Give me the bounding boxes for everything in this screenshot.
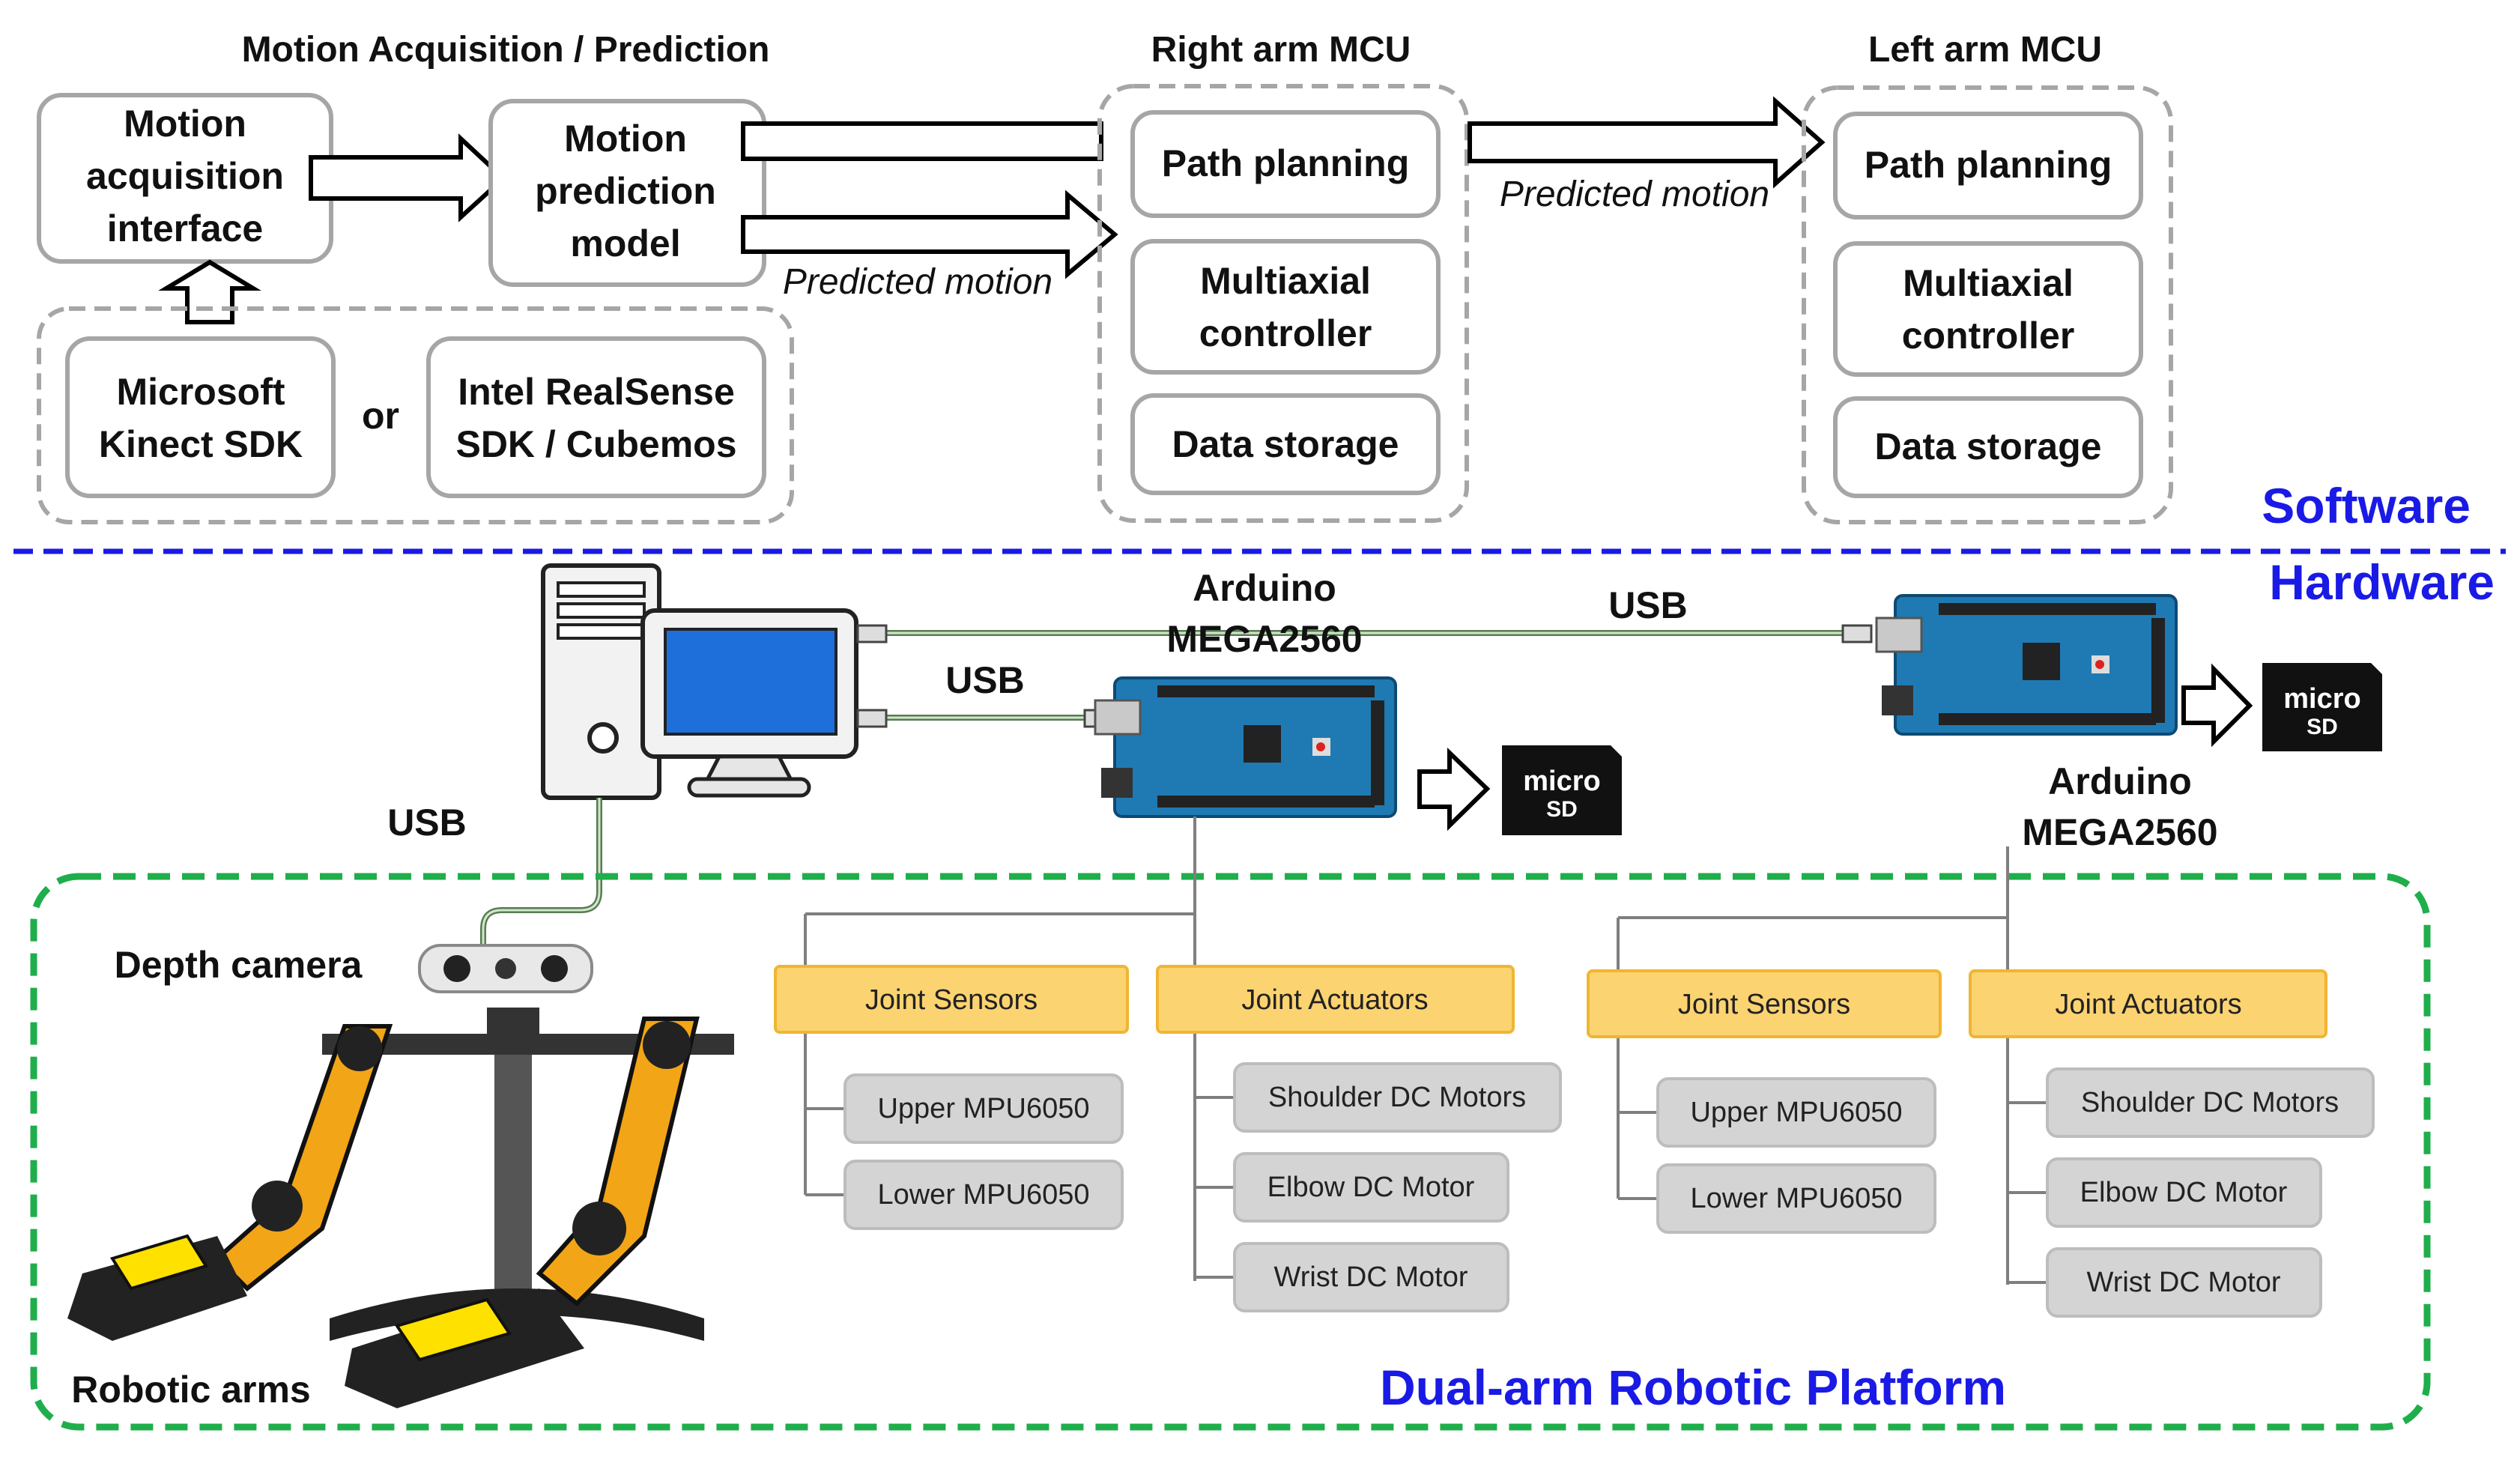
left-multiaxial-controller-box: Multiaxial controller — [1833, 241, 2143, 377]
right-path-planning-box: Path planning — [1130, 110, 1441, 218]
left-shoulder-motor-text: Shoulder DC Motors — [2081, 1087, 2339, 1118]
computer-icon — [541, 563, 858, 800]
left-upper-mpu-text: Upper MPU6050 — [1690, 1097, 1902, 1128]
right-multiaxial-controller-box: Multiaxial controller — [1130, 239, 1441, 375]
realsense-line-2: SDK / Cubemos — [455, 423, 736, 465]
prediction-line-2: prediction — [535, 170, 716, 212]
motion-acquisition-interface-box: Motion acquisition interface — [37, 93, 333, 264]
right-joint-actuators-box — [1156, 965, 1515, 1034]
right-multiaxial-line-1: Multiaxial — [1200, 260, 1371, 302]
software-section-label: Software — [2262, 478, 2471, 533]
arrow-prediction-to-mcu-bottom — [741, 190, 1118, 279]
right-arduino-label-1: Arduino — [1193, 567, 1336, 609]
left-lower-mpu-text: Lower MPU6050 — [1690, 1183, 1902, 1214]
left-multiaxial-line-2: controller — [1902, 315, 2075, 357]
acquisition-line-1: Motion — [124, 103, 246, 145]
right-lower-mpu-box — [843, 1160, 1124, 1230]
left-elbow-motor-box — [2046, 1157, 2322, 1228]
left-elbow-motor-text: Elbow DC Motor — [2080, 1177, 2288, 1208]
right-mcu-title: Right arm MCU — [1151, 30, 1411, 70]
left-upper-mpu-box — [1656, 1077, 1936, 1148]
left-data-storage-box: Data storage — [1833, 396, 2143, 498]
depth-camera-label: Depth camera — [115, 944, 363, 986]
left-microsd-text-2: SD — [2307, 715, 2338, 739]
arrow-acquisition-to-prediction — [309, 133, 507, 222]
right-arm-tree: Joint Sensors Joint Actuators Upper MPU6… — [774, 817, 1562, 1312]
left-wrist-motor-text: Wrist DC Motor — [2087, 1267, 2281, 1298]
left-arduino-to-microsd-arrow — [2181, 663, 2253, 748]
usb-label-left: USB — [1608, 584, 1688, 626]
left-microsd-text-1: micro — [2283, 683, 2360, 715]
arrow-prediction-to-mcu-top — [741, 121, 1103, 161]
left-arm-tree: Joint Sensors Joint Actuators Upper MPU6… — [1587, 846, 2375, 1318]
usb-label-camera: USB — [387, 802, 467, 843]
right-joint-sensors-text: Joint Sensors — [865, 984, 1038, 1016]
acquisition-line-2: acquisition — [86, 155, 284, 197]
left-shoulder-motor-box — [2046, 1067, 2375, 1138]
robotic-platform-group — [30, 873, 2431, 1431]
right-elbow-motor-box — [1233, 1152, 1509, 1223]
platform-label: Dual-arm Robotic Platform — [1380, 1360, 2006, 1415]
left-microsd-card-icon: micro SD — [2262, 663, 2382, 751]
right-data-storage-box: Data storage — [1130, 393, 1441, 495]
right-shoulder-motor-text: Shoulder DC Motors — [1268, 1082, 1526, 1113]
right-data-storage-text: Data storage — [1172, 423, 1399, 465]
left-arduino-label-2: MEGA2560 — [2022, 811, 2217, 853]
left-wrist-motor-box — [2046, 1247, 2322, 1318]
right-wrist-motor-box — [1233, 1242, 1509, 1312]
left-mcu-title: Left arm MCU — [1868, 30, 2102, 70]
right-arduino-to-microsd-arrow — [1417, 747, 1491, 832]
kinect-line-2: Kinect SDK — [99, 423, 303, 465]
right-shoulder-motor-box — [1233, 1062, 1562, 1133]
right-arduino-label-2: MEGA2560 — [1166, 618, 1362, 660]
arrow-right-mcu-to-left-mcu — [1468, 96, 1826, 189]
left-joint-actuators-box — [1969, 969, 2327, 1038]
right-upper-mpu-text: Upper MPU6050 — [877, 1093, 1089, 1124]
or-label: or — [362, 395, 399, 437]
right-elbow-motor-text: Elbow DC Motor — [1267, 1172, 1475, 1203]
left-arduino-label-1: Arduino — [2048, 760, 2192, 802]
right-arduino-board — [1094, 676, 1397, 818]
left-joint-sensors-box — [1587, 969, 1942, 1038]
right-multiaxial-line-2: controller — [1199, 312, 1372, 354]
arrow-sdk-to-acquisition — [158, 259, 261, 324]
left-lower-mpu-box — [1656, 1163, 1936, 1234]
usb-label-right: USB — [945, 659, 1025, 701]
realsense-sdk-box: Intel RealSense SDK / Cubemos — [426, 336, 766, 498]
right-lower-mpu-text: Lower MPU6050 — [877, 1179, 1089, 1211]
left-joint-sensors-text: Joint Sensors — [1678, 989, 1850, 1020]
left-joint-actuators-text: Joint Actuators — [2055, 989, 2241, 1020]
right-microsd-text-2: SD — [1546, 797, 1578, 822]
left-mcu-group — [1802, 85, 2173, 524]
depth-camera-icon — [418, 944, 593, 993]
right-mcu-group — [1097, 84, 1469, 523]
robotic-arms-label: Robotic arms — [71, 1369, 311, 1411]
left-path-planning-text: Path planning — [1865, 144, 2112, 186]
left-multiaxial-line-1: Multiaxial — [1903, 262, 2074, 304]
sdk-group — [37, 306, 794, 524]
motion-prediction-model-box: Motion prediction model — [488, 99, 766, 287]
right-microsd-card-icon: micro SD — [1502, 745, 1622, 835]
hardware-section-label: Hardware — [2269, 554, 2495, 610]
robotic-arms-illustration — [67, 1008, 734, 1408]
right-joint-actuators-text: Joint Actuators — [1241, 984, 1428, 1016]
realsense-line-1: Intel RealSense — [458, 371, 735, 413]
right-joint-sensors-box — [774, 965, 1129, 1034]
kinect-sdk-box: Microsoft Kinect SDK — [65, 336, 336, 498]
right-upper-mpu-box — [843, 1073, 1124, 1144]
predicted-motion-label-1: Predicted motion — [783, 262, 1052, 302]
right-path-planning-text: Path planning — [1162, 142, 1410, 184]
right-wrist-motor-text: Wrist DC Motor — [1274, 1261, 1468, 1293]
kinect-line-1: Microsoft — [117, 371, 285, 413]
predicted-motion-label-2: Predicted motion — [1500, 175, 1769, 214]
left-arduino-board — [1875, 594, 2178, 736]
left-data-storage-text: Data storage — [1875, 425, 2102, 467]
prediction-line-3: model — [570, 222, 680, 264]
prediction-line-1: Motion — [564, 118, 687, 160]
right-microsd-text-1: micro — [1523, 766, 1600, 797]
left-path-planning-box: Path planning — [1833, 112, 2143, 219]
motion-group-title: Motion Acquisition / Prediction — [242, 30, 770, 70]
acquisition-line-3: interface — [107, 208, 263, 249]
